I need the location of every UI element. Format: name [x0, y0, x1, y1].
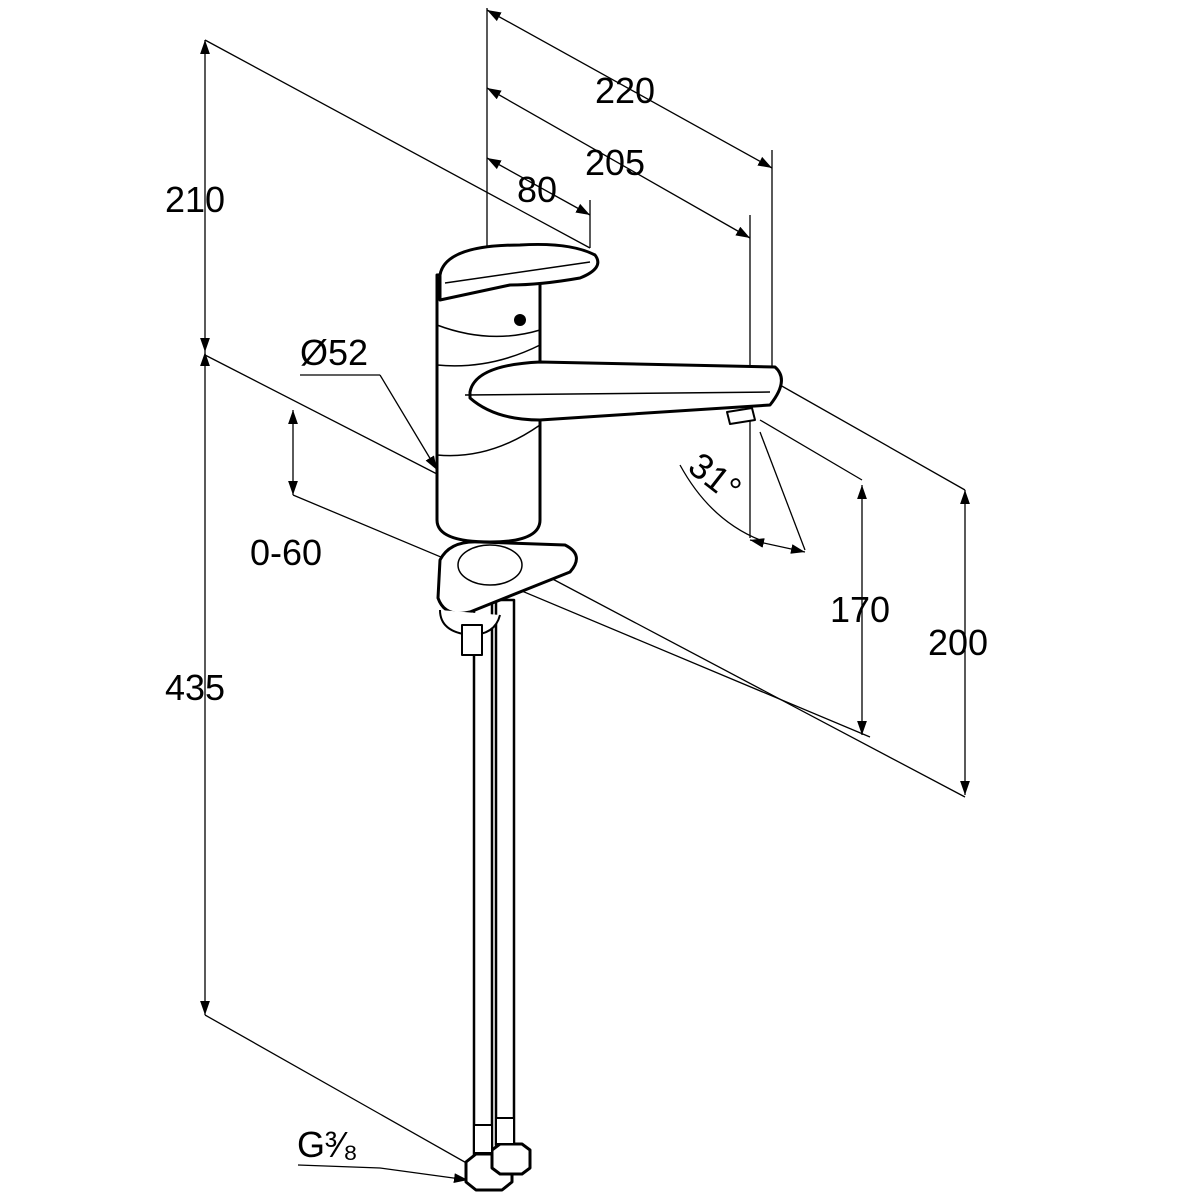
label-body-diameter: Ø52 — [300, 332, 368, 373]
label-connection-thread: G³⁄₈ — [297, 1124, 358, 1165]
label-swivel-angle: 31° — [681, 444, 749, 510]
faucet-illustration — [435, 242, 783, 1192]
label-total-length: 220 — [595, 70, 655, 111]
label-deck-thickness: 0-60 — [250, 532, 322, 573]
label-lever-offset: 80 — [517, 169, 557, 210]
label-outlet-height: 170 — [830, 589, 890, 630]
label-hose-length: 435 — [165, 667, 225, 708]
label-lever-height: 210 — [165, 179, 225, 220]
label-spout-reach: 205 — [585, 142, 645, 183]
label-spout-height: 200 — [928, 622, 988, 663]
dimension-labels: 210 435 0-60 Ø52 220 205 80 170 200 31° … — [165, 70, 988, 1165]
